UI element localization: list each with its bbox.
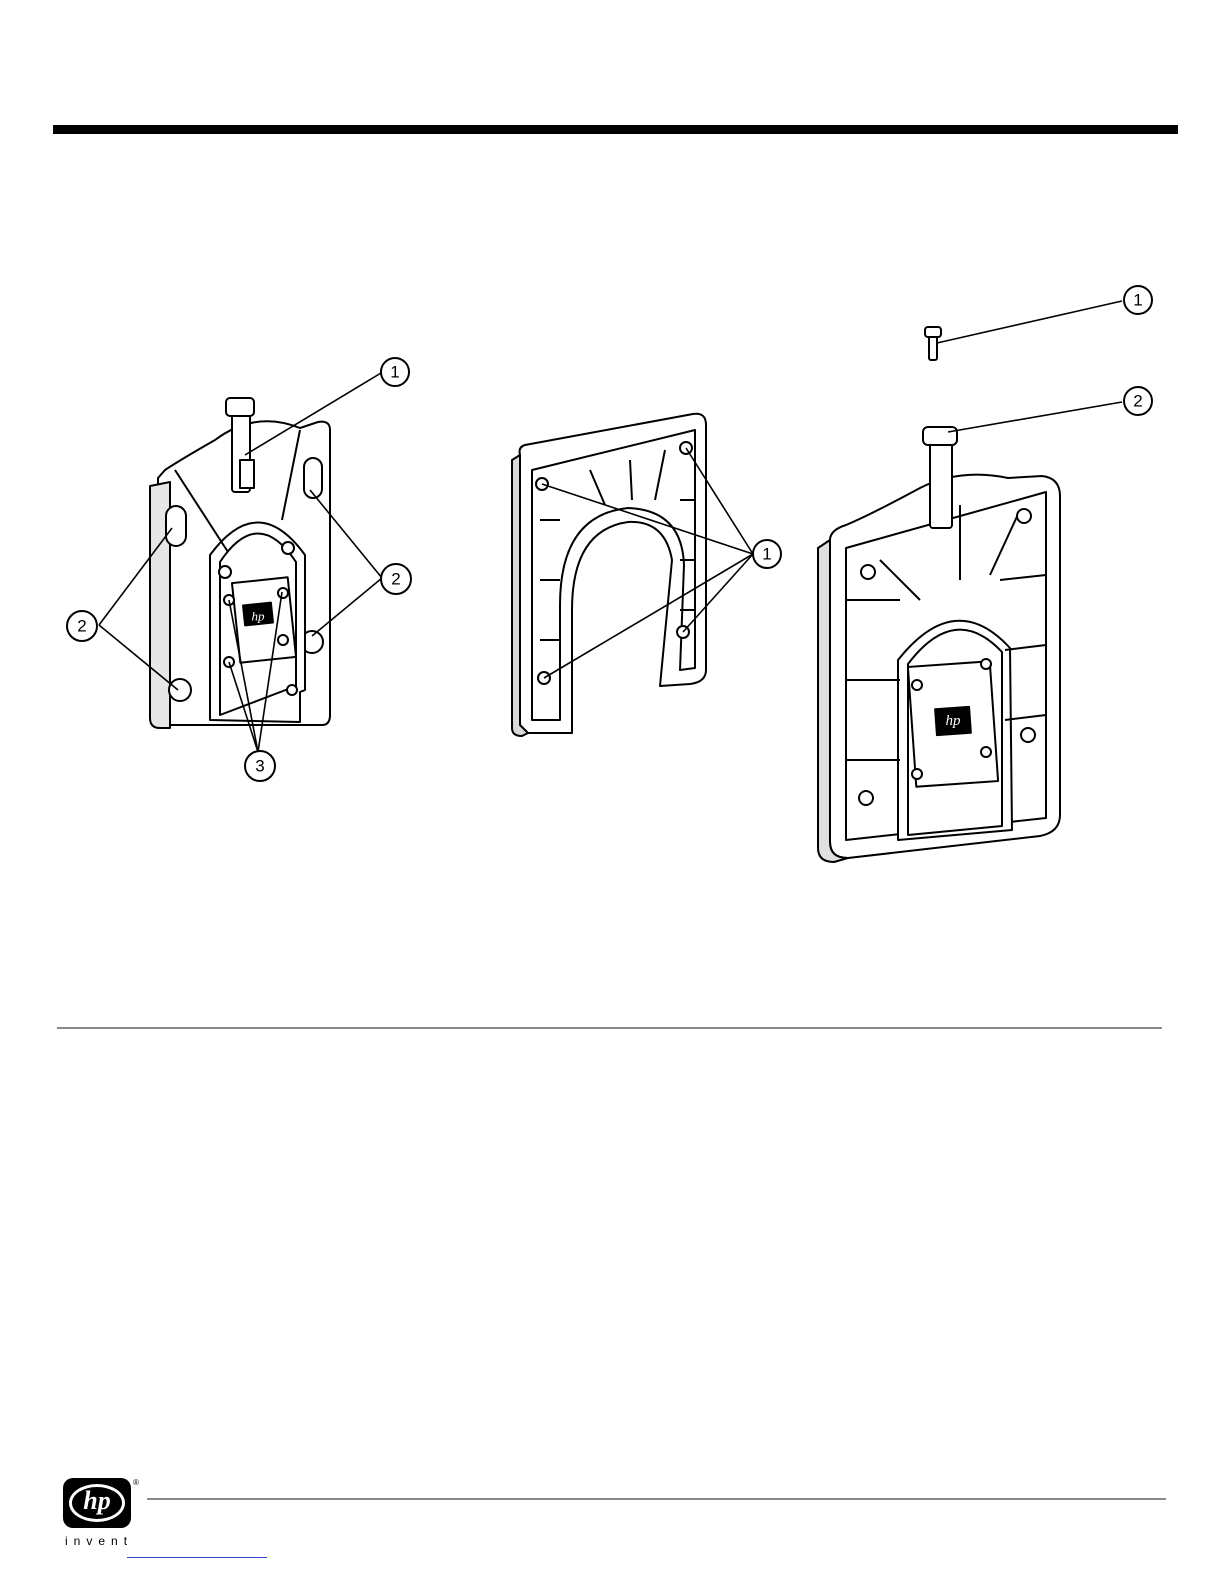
callout-middle-1: 1 (753, 540, 781, 568)
callout-label: 1 (1133, 291, 1142, 310)
section-divider (57, 1027, 1162, 1029)
right-badge-label: hp (946, 713, 962, 729)
left-badge-label: hp (252, 609, 266, 624)
registered-mark: ® (133, 1479, 139, 1487)
footer-rule (147, 1498, 1166, 1500)
logo-tagline: invent (65, 1534, 133, 1548)
hp-invent-logo: hp ® invent (63, 1478, 143, 1553)
callout-label: 2 (1133, 392, 1142, 411)
callout-label: 1 (762, 545, 771, 564)
callout-label: 3 (255, 757, 264, 776)
callout-label: 2 (77, 617, 86, 636)
callout-right-2: 2 (1124, 387, 1152, 415)
callout-label: 2 (391, 570, 400, 589)
screw-part (925, 327, 941, 360)
quick-release-illustration: hp hp 1 2 2 3 (0, 0, 1224, 1000)
callout-left-2b: 2 (381, 564, 411, 594)
callout-right-1: 1 (1124, 286, 1152, 314)
callout-label: 1 (390, 363, 399, 382)
callout-left-1: 1 (381, 358, 409, 386)
middle-adapter-part (512, 414, 706, 736)
callout-left-3: 3 (245, 751, 275, 781)
footer-link-underline[interactable] (127, 1557, 267, 1558)
hp-logo-mark: hp (63, 1478, 131, 1528)
logo-letters: hp (63, 1487, 131, 1515)
callout-left-2a: 2 (67, 611, 97, 641)
left-bracket-part (150, 398, 330, 728)
right-bracket-part (818, 427, 1060, 862)
